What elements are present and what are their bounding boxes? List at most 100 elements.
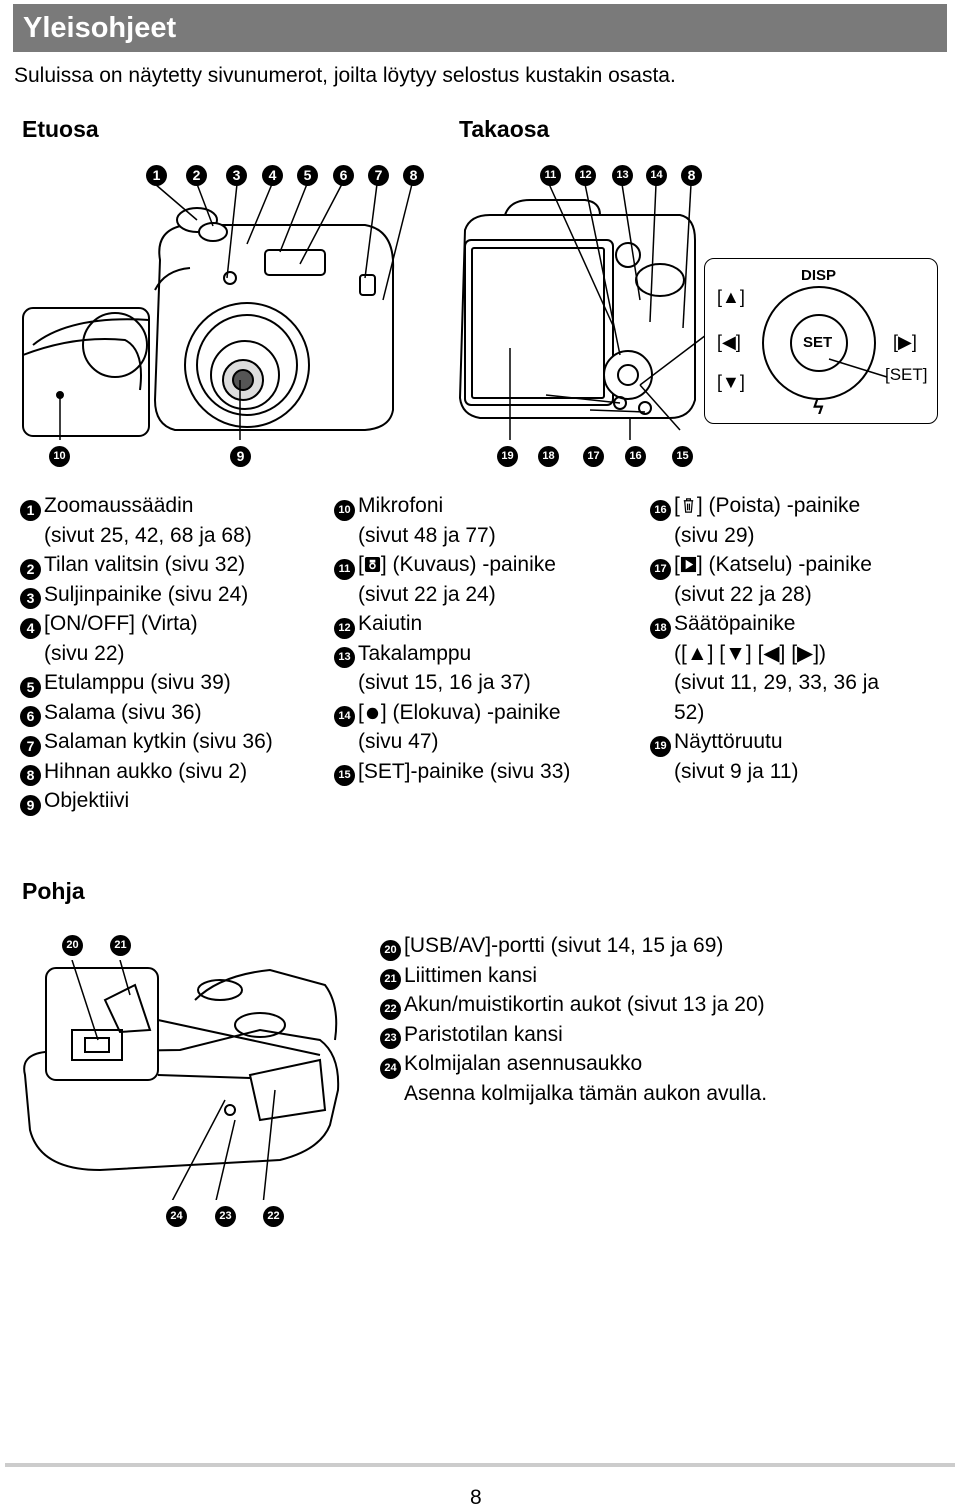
callout-number: 19	[497, 446, 518, 467]
callout-number: 5	[297, 165, 318, 186]
marker-back-top: 8	[681, 165, 702, 186]
callout-number: 14	[646, 165, 667, 186]
marker-front-top: 2	[186, 165, 207, 186]
marker-bottom-bottom: 22	[263, 1206, 284, 1227]
legend-item: 20[USB/AV]-portti (sivut 14, 15 ja 69)	[380, 931, 940, 961]
callout-number: 11	[334, 558, 355, 580]
callout-number: 8	[681, 165, 702, 186]
page-number: 8	[470, 1486, 482, 1509]
callout-number: 3	[20, 588, 41, 610]
callout-number: 21	[380, 969, 401, 991]
legend-item: 11[] (Kuvaus) -painike (sivut 22 ja 24)	[334, 550, 644, 609]
callout-number: 10	[334, 499, 355, 521]
callout-number: 6	[333, 165, 354, 186]
legend-text: Takalamppu (sivut 15, 16 ja 37)	[358, 641, 531, 695]
callout-number: 7	[20, 735, 41, 757]
callout-number: 14	[334, 706, 355, 728]
callout-number: 1	[20, 499, 41, 521]
legend-text: [SET]-painike (sivu 33)	[358, 759, 571, 783]
callout-number: 9	[230, 446, 251, 467]
legend-text: Paristotilan kansi	[404, 1022, 563, 1046]
dpad-right-label: [▶]	[893, 332, 917, 352]
marker-front-top: 6	[333, 165, 354, 186]
marker-back-bottom: 17	[583, 446, 604, 467]
back-camera-illustration	[458, 183, 711, 440]
dpad-set-callout: [SET]	[885, 365, 928, 384]
legend-text: Kaiutin	[358, 612, 423, 635]
legend-text: [] (Kuvaus) -painike (sivut 22 ja 24)	[358, 553, 556, 606]
legend-item: 16[] (Poista) -painike (sivu 29)	[650, 491, 955, 550]
callout-number: 22	[380, 998, 401, 1020]
marker-bottom-bottom: 24	[166, 1206, 187, 1227]
callout-number: 20	[62, 935, 83, 956]
callout-number: 8	[403, 165, 424, 186]
legend-text: Hihnan aukko (sivu 2)	[44, 759, 248, 783]
flash-icon: ϟ	[813, 397, 824, 419]
marker-front-bottom: 10	[49, 446, 70, 467]
legend-text: Akun/muistikortin aukot (sivut 13 ja 20)	[404, 993, 765, 1016]
legend-text: Mikrofoni (sivut 48 ja 77)	[358, 494, 496, 547]
marker-front-top: 4	[262, 165, 283, 186]
marker-back-bottom: 18	[538, 446, 559, 467]
marker-front-top: 5	[297, 165, 318, 186]
callout-number: 17	[650, 558, 671, 580]
dpad-left-label: [◀]	[717, 332, 741, 352]
legend-text: Salama (sivu 36)	[44, 700, 202, 724]
section-front: Etuosa	[22, 116, 99, 142]
marker-back-top: 13	[612, 165, 633, 186]
section-back: Takaosa	[459, 116, 550, 142]
callout-number: 5	[20, 676, 41, 698]
legend-text: Etulamppu (sivu 39)	[44, 671, 231, 694]
legend-col3: 16[] (Poista) -painike (sivu 29)17[] (Ka…	[650, 491, 955, 786]
callout-number: 16	[625, 446, 646, 467]
legend-bottom: 20[USB/AV]-portti (sivut 14, 15 ja 69)21…	[380, 931, 940, 1108]
marker-back-bottom: 16	[625, 446, 646, 467]
legend-item: 14[] (Elokuva) -painike (sivu 47)	[334, 698, 644, 757]
callout-number: 21	[110, 935, 131, 956]
callout-number: 7	[368, 165, 389, 186]
legend-text: Liittimen kansi	[404, 963, 538, 987]
legend-text: Zoomaussäädin (sivut 25, 42, 68 ja 68)	[44, 494, 252, 547]
bottom-camera-illustration	[23, 960, 340, 1200]
legend-text: Suljinpainike (sivu 24)	[44, 582, 249, 606]
legend-text: [ON/OFF] (Virta) (sivu 22)	[44, 612, 198, 665]
legend-item: 17[] (Katselu) -painike (sivut 22 ja 28)	[650, 550, 955, 609]
trash-icon	[683, 498, 694, 513]
callout-number: 24	[380, 1057, 401, 1079]
callout-number: 2	[20, 558, 41, 580]
marker-back-top: 14	[646, 165, 667, 186]
marker-front-top: 3	[226, 165, 247, 186]
dpad-set-label: SET	[803, 334, 833, 351]
callout-number: 23	[215, 1206, 236, 1227]
callout-number: 12	[575, 165, 596, 186]
callout-number: 11	[540, 165, 561, 186]
legend-text: [] (Katselu) -painike (sivut 22 ja 28)	[674, 553, 872, 606]
callout-number: 4	[262, 165, 283, 186]
callout-number: 8	[20, 765, 41, 787]
marker-front-top: 7	[368, 165, 389, 186]
callout-number: 22	[263, 1206, 284, 1227]
dpad-disp-label: DISP	[801, 267, 837, 284]
legend-text: Objektiivi	[44, 789, 130, 812]
marker-back-bottom: 15	[672, 446, 693, 467]
marker-bottom-bottom: 23	[215, 1206, 236, 1227]
callout-number: 6	[20, 706, 41, 728]
camera-icon	[364, 556, 380, 573]
marker-back-top: 11	[540, 165, 561, 186]
callout-number: 12	[334, 617, 355, 639]
